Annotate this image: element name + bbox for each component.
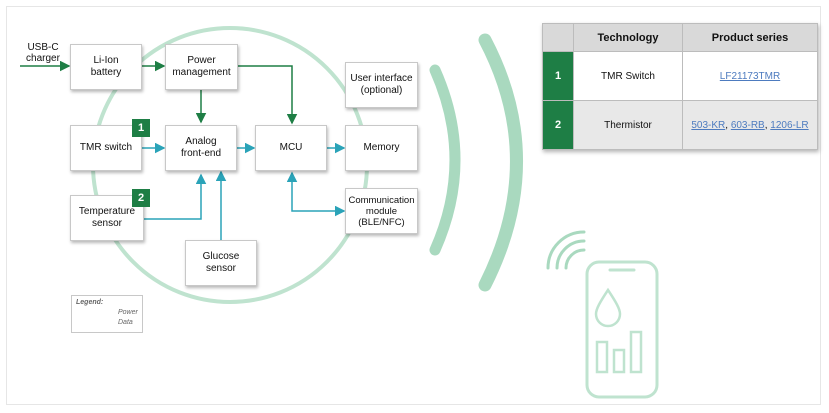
legend-title: Legend: — [76, 299, 104, 306]
product-link-lf21173tmr[interactable]: LF21173TMR — [719, 70, 781, 82]
row-technology: TMR Switch — [573, 51, 683, 101]
tmr-badge: 1 — [132, 119, 150, 137]
user-interface-block: User interface (optional) — [345, 62, 418, 108]
droplet-icon — [594, 287, 622, 328]
product-link-1206-lr[interactable]: 1206-LR — [770, 119, 809, 131]
power-arrow-pm-mcu — [238, 65, 298, 125]
memory-block: Memory — [345, 125, 418, 171]
row-product-series: 503-KR, 603-RB, 1206-LR — [682, 100, 818, 150]
technology-table: Technology Product series 1 TMR Switch L… — [542, 23, 818, 150]
row-number: 1 — [542, 51, 574, 101]
tmr-switch-block: TMR switch — [70, 125, 142, 171]
wireless-arc-small — [429, 64, 461, 256]
wireless-arc-large — [478, 33, 523, 292]
product-link-503-kr[interactable]: 503-KR — [691, 119, 726, 131]
table-header-num — [542, 23, 574, 52]
table-header-technology: Technology — [573, 23, 683, 52]
data-arrow-mcu-comm — [286, 171, 346, 217]
table-row: 1 TMR Switch LF21173TMR — [542, 51, 818, 101]
glucose-sensor-block: Glucose sensor — [185, 240, 257, 286]
analog-front-end-block: Analog front-end — [165, 125, 237, 171]
power-management-block: Power management — [165, 44, 238, 90]
row-technology: Thermistor — [573, 100, 683, 150]
phone-bar-chart — [595, 330, 643, 374]
temperature-sensor-block: Temperature sensor — [70, 195, 144, 241]
table-row: 2 Thermistor 503-KR, 603-RB, 1206-LR — [542, 100, 818, 150]
row-number: 2 — [542, 100, 574, 150]
battery-block: Li-Ion battery — [70, 44, 142, 90]
usb-charger-label: USB-C charger — [26, 42, 60, 64]
figure-frame — [6, 6, 821, 405]
product-link-603-rb[interactable]: 603-RB — [730, 119, 765, 131]
smartphone-icon — [585, 260, 659, 399]
temperature-badge: 2 — [132, 189, 150, 207]
legend: Legend: Power Data — [71, 295, 143, 333]
mcu-block: MCU — [255, 125, 327, 171]
data-arrow-temp-afe — [144, 173, 207, 220]
wireless-signal-icon — [546, 230, 586, 270]
communication-module-block: Communication module (BLE/NFC) — [345, 188, 418, 234]
legend-data-label: Data — [118, 319, 133, 326]
row-product-series: LF21173TMR — [682, 51, 818, 101]
table-header-product-series: Product series — [682, 23, 818, 52]
legend-power-label: Power — [118, 309, 138, 316]
